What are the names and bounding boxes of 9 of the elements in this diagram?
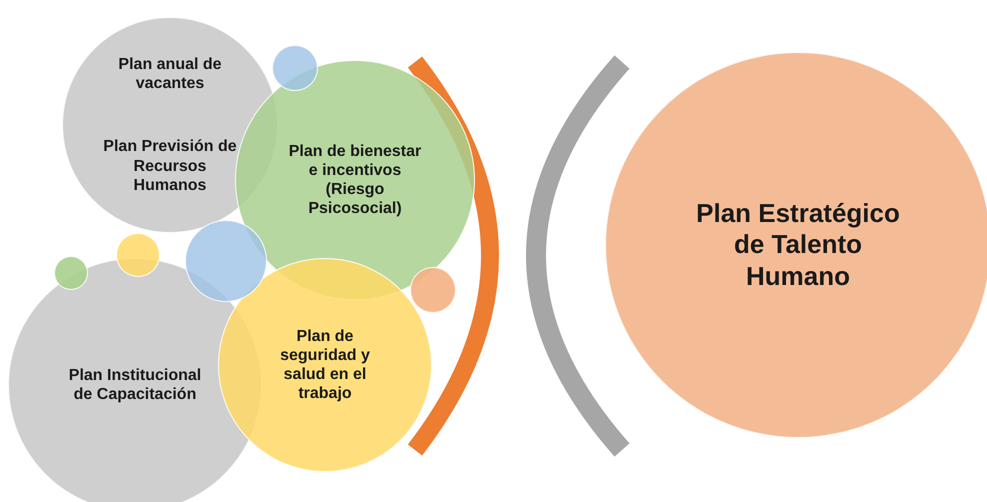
plan-label: Plan anual de vacantes [117, 55, 223, 94]
small-circle [272, 45, 318, 91]
small-circle [410, 267, 456, 313]
plan-label: Plan Institucional de Capacitación [68, 366, 202, 404]
plan-label: Plan Previsión de Recursos Humanos [102, 137, 238, 195]
plan-label: Plan de seguridad y salud en el trabajo [279, 326, 371, 404]
plan-label: Plan Estratégico de Talento Humano [695, 198, 901, 292]
plan-label: Plan de bienestar e incentivos (Riesgo Psicosocial) [288, 142, 422, 218]
small-circle [116, 233, 160, 277]
